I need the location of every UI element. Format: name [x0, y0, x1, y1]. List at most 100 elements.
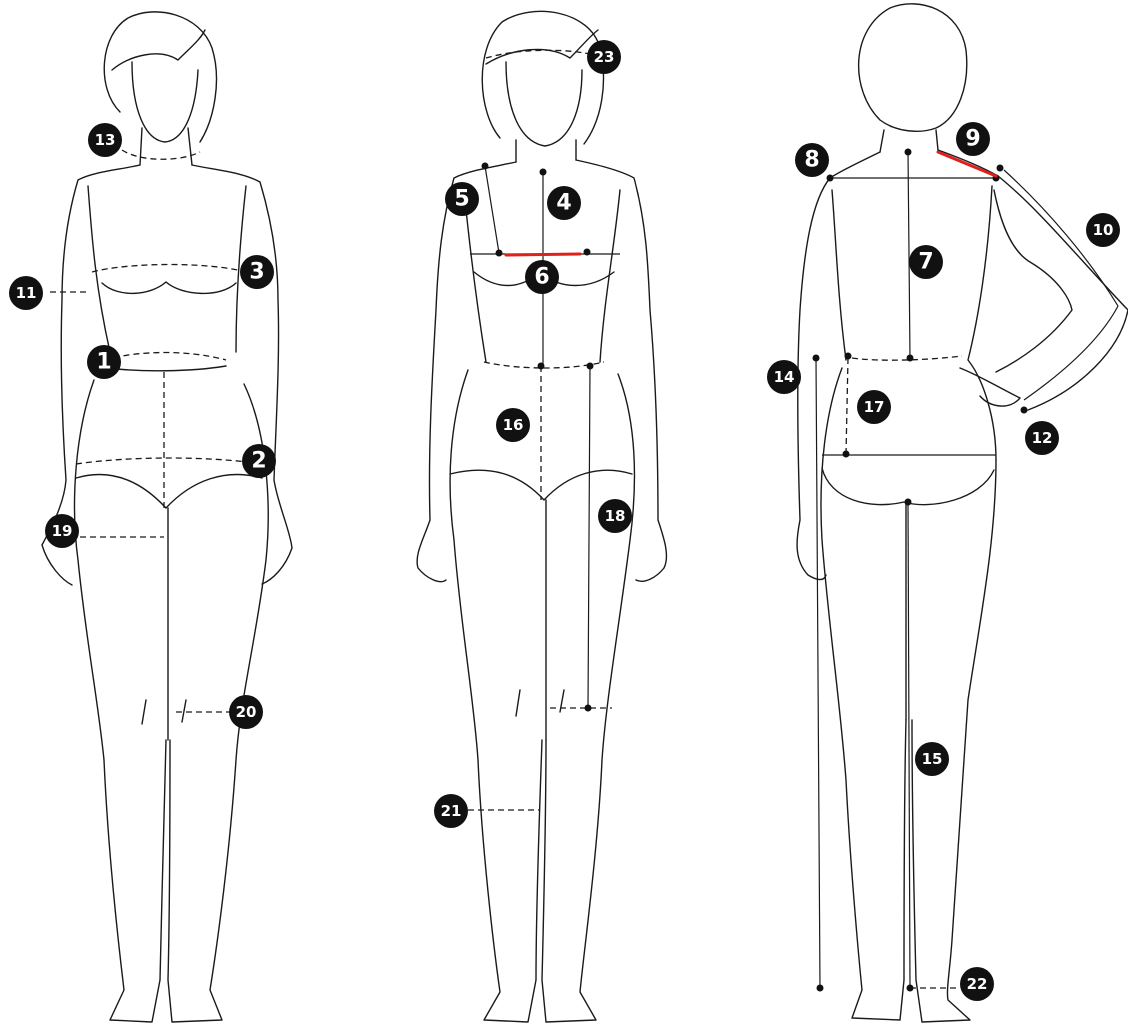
bust-point-highlight	[506, 254, 580, 255]
point-waist-center	[538, 363, 545, 370]
point-waist-center	[907, 355, 914, 362]
point-shoulder-tip	[997, 165, 1004, 172]
marker-17: 17	[857, 390, 891, 424]
point-wrist	[1021, 407, 1028, 414]
point-waist-back	[845, 353, 852, 360]
arm-length-line	[1004, 170, 1118, 400]
crotch	[76, 475, 262, 508]
svg-text:22: 22	[967, 975, 988, 993]
right-leg	[912, 460, 996, 1022]
point-knee	[585, 705, 592, 712]
hip-measure-line	[76, 458, 262, 464]
point-waist-side	[813, 355, 820, 362]
marker-20: 20	[229, 695, 263, 729]
marker-12: 12	[1025, 421, 1059, 455]
svg-text:1: 1	[96, 350, 111, 375]
shoulder-slope-highlight	[938, 152, 996, 176]
point-hip	[843, 451, 850, 458]
svg-text:18: 18	[605, 507, 626, 525]
figure-back-right: 7 8 9 10 12 14 15 17 22	[767, 4, 1128, 1022]
marker-9: 9	[956, 122, 990, 156]
marker-4: 4	[547, 186, 581, 220]
svg-text:15: 15	[922, 750, 943, 768]
svg-text:16: 16	[503, 416, 524, 434]
svg-text:10: 10	[1093, 221, 1114, 239]
point-shoulder-left	[827, 175, 834, 182]
hair-outline	[482, 11, 603, 144]
marker-10: 10	[1086, 213, 1120, 247]
shoulder-to-bust-line	[485, 166, 499, 253]
left-arm	[797, 178, 830, 580]
left-leg	[75, 380, 166, 1022]
hair-fringe	[486, 30, 598, 64]
point-neck-side	[482, 163, 489, 170]
waist-measure-line	[104, 353, 226, 361]
svg-text:6: 6	[534, 265, 549, 290]
left-leg	[450, 370, 542, 1022]
point-bust-right	[584, 249, 591, 256]
point-waist-side	[587, 363, 594, 370]
face-outline	[506, 62, 582, 146]
marker-23: 23	[587, 40, 621, 74]
marker-14: 14	[767, 360, 801, 394]
marker-22: 22	[960, 967, 994, 1001]
marker-18: 18	[598, 499, 632, 533]
marker-3: 3	[240, 255, 274, 289]
svg-text:21: 21	[441, 802, 462, 820]
point-neck-front	[540, 169, 547, 176]
svg-text:9: 9	[965, 127, 980, 152]
back-hip-depth-line	[846, 358, 848, 454]
marker-13: 13	[88, 123, 122, 157]
point-neck-back	[905, 149, 912, 156]
point-bust-left	[496, 250, 503, 257]
svg-text:2: 2	[251, 449, 266, 474]
head-measure-line	[486, 50, 598, 58]
left-arm-inner	[832, 190, 846, 360]
right-hand	[960, 368, 1020, 406]
knee-left	[142, 700, 146, 724]
marker-6: 6	[525, 260, 559, 294]
waist-to-knee-line	[588, 366, 590, 708]
svg-text:7: 7	[918, 250, 933, 275]
marker-19: 19	[45, 514, 79, 548]
left-leg	[821, 368, 906, 1020]
bust-line	[102, 282, 236, 293]
svg-text:5: 5	[454, 187, 469, 212]
svg-text:17: 17	[864, 398, 885, 416]
torso-right-side	[968, 186, 996, 460]
svg-text:8: 8	[804, 148, 819, 173]
neck	[516, 140, 576, 162]
point-floor-left	[817, 985, 824, 992]
marker-11: 11	[9, 276, 43, 310]
crotch	[450, 470, 632, 500]
marker-16: 16	[496, 408, 530, 442]
knee-right	[560, 690, 564, 712]
waist-outline	[108, 366, 226, 371]
svg-text:20: 20	[236, 703, 257, 721]
inner-arm-left	[464, 190, 486, 362]
hair-fringe	[112, 30, 205, 70]
svg-text:11: 11	[16, 284, 37, 302]
knee-right	[182, 700, 186, 722]
knee-left	[516, 690, 520, 716]
center-back-line	[908, 152, 910, 358]
marker-5: 5	[445, 182, 479, 216]
marker-2: 2	[242, 444, 276, 478]
point-floor-ankle	[907, 985, 914, 992]
inseam-line	[908, 502, 910, 988]
figure-front-middle: 4 5 6 16 18 21 23	[417, 11, 666, 1022]
svg-text:3: 3	[249, 260, 264, 285]
svg-text:4: 4	[556, 191, 571, 216]
bust-measure-line	[92, 265, 246, 273]
right-arm-outer	[998, 176, 1128, 410]
hair-outline	[104, 12, 216, 142]
svg-text:13: 13	[95, 131, 116, 149]
figure-front-left: 1 2 3 11 13 19 20	[9, 12, 292, 1022]
marker-7: 7	[909, 245, 943, 279]
marker-8: 8	[795, 143, 829, 177]
inner-arm-right	[600, 190, 620, 362]
marker-21: 21	[434, 794, 468, 828]
head-back	[859, 4, 967, 131]
neck-measure-line	[122, 150, 200, 159]
